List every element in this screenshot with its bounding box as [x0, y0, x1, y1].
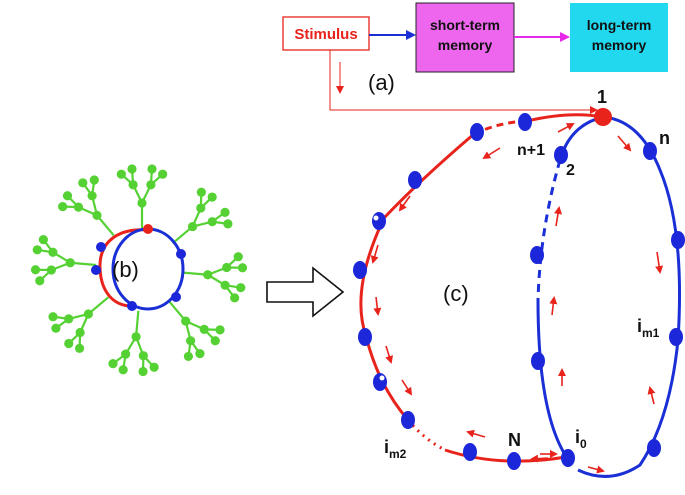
- tree-node: [138, 366, 148, 377]
- tree-node: [78, 178, 88, 188]
- tree-node: [64, 338, 74, 349]
- node-label-2: 2: [566, 162, 575, 179]
- short-term-label-2: memory: [438, 37, 493, 53]
- node-label-n1: n+1: [517, 142, 545, 159]
- loop-node-right-lower: [171, 292, 181, 302]
- loop-node-top: [143, 224, 153, 234]
- node-label-i0: i0: [575, 427, 587, 451]
- tree-branches: [30, 164, 248, 377]
- tree-node: [116, 169, 126, 179]
- long-term-label-2: memory: [592, 37, 647, 53]
- tree-node: [149, 362, 159, 372]
- tree-node: [118, 365, 128, 375]
- tree-node: [215, 325, 225, 335]
- red-outer-arc-lower: [359, 217, 410, 421]
- tree-node: [183, 351, 194, 362]
- label-b: (b): [112, 257, 139, 282]
- tree-node: [220, 207, 230, 217]
- loop-node-left: [91, 265, 101, 275]
- transition-arrow: [266, 266, 345, 318]
- tree-node: [233, 252, 243, 262]
- tree-node: [35, 276, 45, 286]
- tree-node: [158, 169, 168, 179]
- tree-node: [236, 283, 246, 293]
- tree-node: [230, 293, 240, 303]
- long-term-label-1: long-term: [587, 17, 652, 33]
- stimulus-box: [282, 16, 370, 51]
- stimulus-feed-line: [329, 50, 598, 114]
- tree-node: [147, 164, 157, 174]
- loop-node-bottom: [127, 301, 137, 311]
- tree-node: [58, 201, 68, 212]
- node-label-im2: im2: [384, 437, 407, 461]
- tree-network-panel: (b): [30, 164, 248, 377]
- node-label-N: N: [508, 430, 521, 450]
- loop-node-right-upper: [176, 249, 186, 259]
- long-term-memory-box: [570, 3, 668, 72]
- loop-detail-panel: 1 n+1 2 n N i0 im1 im2 (c): [353, 87, 685, 478]
- tree-node: [195, 348, 205, 359]
- blue-right-loop: [577, 115, 682, 478]
- red-outer-arc: [382, 132, 475, 220]
- short-term-label-1: short-term: [430, 17, 500, 33]
- tree-node: [89, 175, 99, 185]
- tree-node: [62, 191, 73, 201]
- flow-arrows: [370, 123, 664, 474]
- loop-node-left-upper: [96, 242, 106, 252]
- tree-node: [196, 187, 206, 197]
- tree-node: [127, 164, 137, 174]
- blue-inner-bottom: [536, 299, 572, 463]
- stimulus-label: Stimulus: [294, 26, 357, 43]
- tree-node: [207, 192, 217, 202]
- short-term-memory-box: [415, 2, 515, 73]
- label-a: (a): [368, 70, 395, 95]
- blue-inner-dashed: [536, 159, 562, 301]
- tree-node: [51, 323, 61, 333]
- tree-node: [210, 336, 220, 346]
- node-1: [594, 108, 612, 126]
- tree-node: [108, 359, 118, 369]
- red-bottom-arc: [444, 448, 567, 463]
- red-loop: [98, 228, 149, 308]
- tree-node: [48, 312, 58, 322]
- tree-node: [203, 270, 213, 280]
- tree-node: [32, 245, 42, 255]
- memory-flow-panel: Stimulus short-term memory long-term mem…: [282, 2, 668, 114]
- tree-node: [30, 265, 41, 275]
- node-label-im1: im1: [637, 316, 660, 340]
- tree-node: [74, 343, 85, 353]
- tree-node: [237, 263, 248, 273]
- node-label-1: 1: [597, 87, 607, 107]
- node-label-n: n: [659, 128, 670, 148]
- loop-nodes: [353, 108, 685, 470]
- tree-node: [38, 235, 48, 245]
- tree-node: [223, 219, 233, 229]
- label-c: (c): [443, 281, 469, 306]
